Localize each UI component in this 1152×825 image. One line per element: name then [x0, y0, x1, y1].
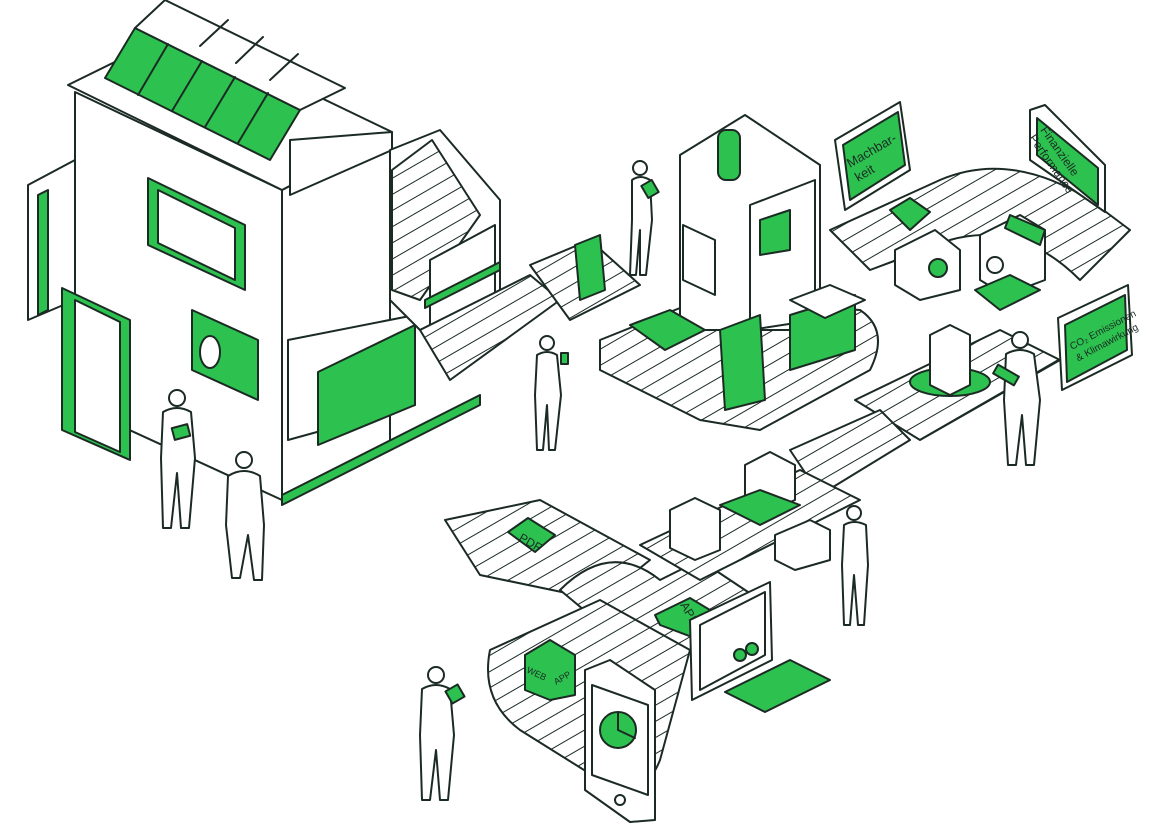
- monitor-emissions: CO₂ Emissionen & Klimawirkung: [1057, 284, 1140, 391]
- monitor-finance: Finanzielle Performance: [1026, 104, 1106, 213]
- press-machine: [574, 114, 866, 411]
- house: [27, 0, 501, 506]
- recycle-icon: [928, 258, 948, 278]
- recycle-icon: [986, 256, 1004, 274]
- tablet-icon: [584, 659, 656, 823]
- person-icon: [629, 160, 660, 276]
- machine-cylinder: [717, 129, 741, 181]
- monitor-feasibility: Machbar- keit: [834, 101, 911, 211]
- package-web-app: WEB APP: [524, 639, 576, 701]
- person-icon: [419, 666, 466, 801]
- house-appliance: [191, 309, 259, 401]
- person-icon: [534, 335, 569, 451]
- person-icon: [841, 505, 869, 626]
- pie-chart-icon: [599, 711, 637, 749]
- sorting-station: [889, 197, 1046, 397]
- desktop-monitor: [689, 581, 831, 713]
- person-icon: [225, 451, 265, 581]
- keyboard: [724, 659, 831, 713]
- person-icon: [160, 389, 196, 529]
- solar-panel-icon: [104, 0, 346, 161]
- people: [160, 160, 1041, 801]
- person-icon: [992, 331, 1041, 466]
